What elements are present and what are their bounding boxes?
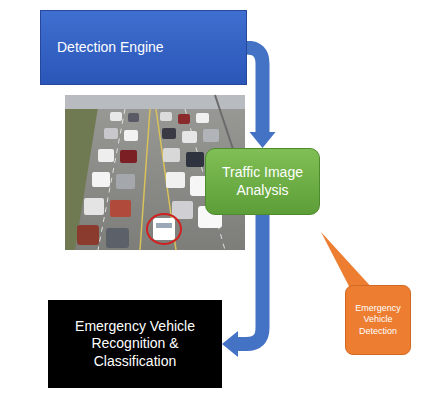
lane-line — [140, 109, 150, 250]
node-label: Emergency Vehicle Recognition & Classifi… — [59, 318, 211, 371]
flow-arrow — [222, 215, 263, 357]
node-label: Emergency Vehicle Detection — [350, 303, 406, 337]
callout-tail — [321, 232, 374, 292]
output-box: Emergency Vehicle Recognition & Classifi… — [48, 300, 222, 388]
node-label: Detection Engine — [57, 39, 230, 57]
highlight-circle — [147, 214, 181, 244]
node-label: Traffic Image Analysis — [214, 164, 311, 199]
process-box: Traffic Image Analysis — [205, 148, 320, 215]
flow-arrow — [247, 48, 276, 149]
process-box: Detection Engine — [40, 10, 247, 85]
cars — [77, 112, 222, 248]
callout-box: Emergency Vehicle Detection — [345, 285, 411, 355]
